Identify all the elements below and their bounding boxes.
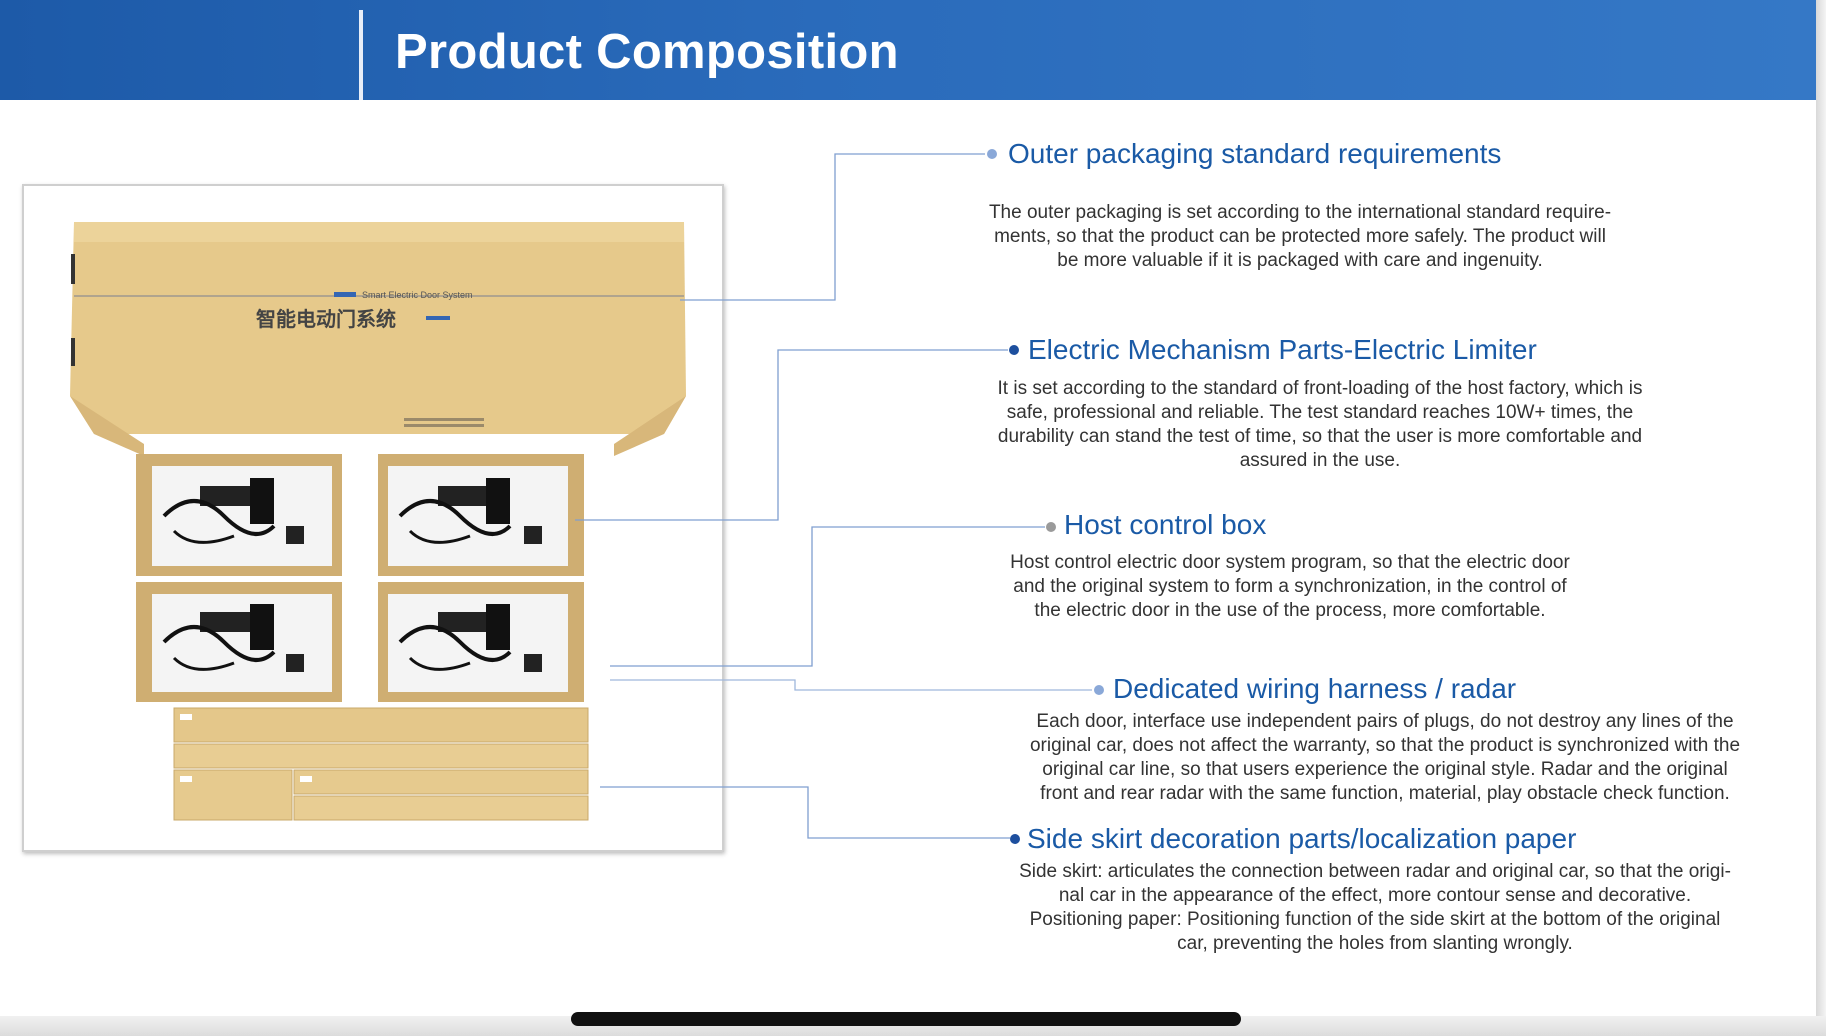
- window-right-edge: [1816, 0, 1826, 1036]
- item-title-electric-limiter: Electric Mechanism Parts-Electric Limite…: [1028, 334, 1537, 365]
- box-label-chinese: 智能电动门系统: [256, 307, 396, 331]
- component-box-4: [378, 582, 584, 702]
- item-desc-wiring-harness: Each door, interface use independent pai…: [1029, 711, 1741, 804]
- item-title-side-skirt: Side skirt decoration parts/localization…: [1027, 823, 1577, 854]
- bullet-dot-icon: [987, 149, 997, 159]
- bullet-dot-icon: [1009, 345, 1019, 355]
- item-desc-outer-packaging: The outer packaging is set according to …: [988, 202, 1612, 271]
- item-title-wiring-harness: Dedicated wiring harness / radar: [1113, 673, 1517, 704]
- header-divider: [359, 10, 363, 100]
- home-indicator-bar[interactable]: [571, 1012, 1241, 1026]
- packaging-illustration: Smart Electric Door System 智能电动门系统: [24, 186, 722, 850]
- component-box-3: [136, 582, 342, 702]
- window-bottom-edge: [0, 1016, 1826, 1036]
- side-skirt-packages: [173, 707, 589, 821]
- bullet-dot-icon: [1046, 522, 1056, 532]
- bullet-dot-icon: [1094, 685, 1104, 695]
- item-desc-electric-limiter: It is set according to the standard of f…: [997, 378, 1643, 471]
- box-label-english: Smart Electric Door System: [362, 290, 473, 300]
- page-title: Product Composition: [395, 25, 899, 79]
- item-title-host-control-box: Host control box: [1064, 509, 1267, 540]
- component-box-2: [378, 454, 584, 576]
- item-desc-host-control-box: Host control electric door system progra…: [1010, 552, 1570, 621]
- item-desc-side-skirt: Side skirt: articulates the connection b…: [1019, 861, 1731, 954]
- component-box-1: [136, 454, 342, 576]
- product-photo: Smart Electric Door System 智能电动门系统: [22, 184, 724, 852]
- header-bar: [0, 0, 1816, 100]
- item-title-outer-packaging: Outer packaging standard requirements: [1008, 138, 1502, 169]
- bullet-dot-icon: [1010, 834, 1020, 844]
